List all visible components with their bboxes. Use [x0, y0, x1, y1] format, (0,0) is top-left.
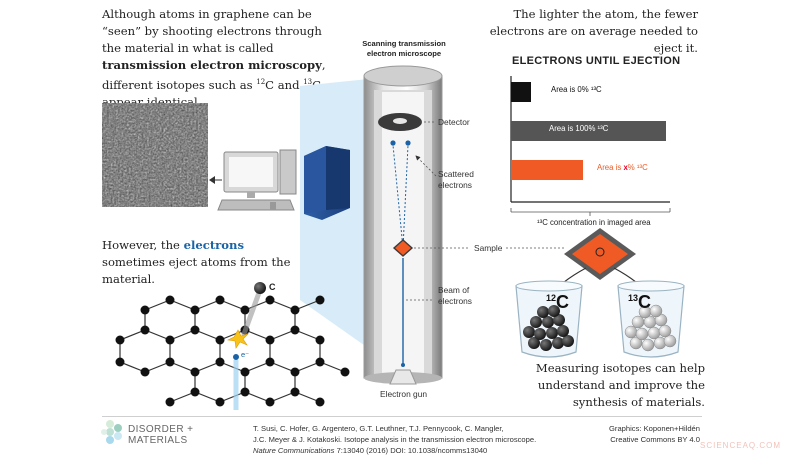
ejection-text-2: sometimes eject atoms from the material.: [102, 255, 291, 286]
intro-bold-term: transmission electron microscopy: [102, 58, 322, 72]
bar-x-percent: [511, 160, 583, 180]
ejection-text-1: However, the: [102, 238, 184, 252]
beaker-13c-label: 13C: [628, 292, 651, 313]
computer-icon: [217, 149, 297, 211]
ejection-highlight: electrons: [183, 238, 244, 252]
scattered-leader: [415, 155, 437, 177]
beam-line1: Beam of: [438, 285, 470, 295]
ejection-chart: [510, 76, 671, 216]
bar-x-label: Area is x% ¹³C: [597, 163, 648, 172]
footer-divider: [102, 416, 702, 417]
large-sample-icon: [564, 228, 636, 280]
microscope-title-line2: electron microscope: [366, 49, 442, 58]
impact-burst-icon: [227, 329, 250, 349]
logo-line1: DISORDER +: [128, 424, 194, 435]
citation-line1: T. Susi, C. Hofer, G. Argentero, G.T. Le…: [253, 424, 504, 433]
microscope-title: Scanning transmission electron microscop…: [348, 39, 460, 59]
beaker-13c-element: C: [638, 292, 652, 312]
scattered-beam-right: [402, 144, 409, 249]
bar-0-percent: [511, 82, 531, 102]
intro-isotope-12-mass: 12: [256, 78, 266, 86]
beaker-12c: [515, 280, 583, 358]
right-intro-paragraph: The lighter the atom, the fewer electron…: [489, 7, 698, 55]
bar-100-label: Area is 100% ¹³C: [549, 124, 609, 133]
intro-isotope-13-mass: 13: [303, 78, 313, 86]
ejection-trail: [241, 287, 263, 337]
citation: T. Susi, C. Hofer, G. Argentero, G.T. Le…: [253, 423, 536, 456]
incoming-electron: [233, 354, 239, 360]
scattered-electron-1: [390, 140, 396, 146]
electron-gun-icon: [389, 369, 417, 385]
beaker-12c-element: C: [556, 292, 570, 312]
bar-100-percent: [511, 121, 666, 141]
ejection-paragraph: However, the electrons sometimes eject a…: [102, 237, 302, 288]
beaker-13c-mass: 13: [628, 293, 639, 303]
bar-x-label-prefix: Area is: [597, 163, 624, 172]
bar-0-label: Area is 0% ¹³C: [551, 85, 602, 94]
bar-x-label-suffix: % ¹³C: [627, 163, 648, 172]
projection-cone: [300, 78, 378, 355]
disorder-materials-logo-icon: [101, 420, 122, 444]
citation-line2: J.C. Meyer & J. Kotakoski. Isotope analy…: [253, 435, 537, 444]
bar-x-variable: x: [623, 163, 628, 172]
conclusion-paragraph: Measuring isotopes can help understand a…: [535, 361, 705, 409]
detector-icon: [378, 113, 422, 131]
credit-license: Creative Commons BY 4.0: [610, 435, 700, 444]
beam-line2: electrons: [438, 296, 472, 306]
beaker-12c-label: 12C: [546, 292, 569, 313]
intro-text-1: Although atoms in graphene can be “seen”…: [102, 7, 322, 55]
scattered-line1: Scattered: [438, 169, 474, 179]
beaker-12c-mass: 12: [546, 293, 557, 303]
graphene-atoms: [115, 295, 350, 407]
beam-electron: [401, 363, 405, 367]
graphene-lattice: [119, 299, 346, 403]
chart-title: ELECTRONS UNTIL EJECTION: [512, 55, 681, 67]
scattered-line2: electrons: [438, 180, 472, 190]
intro-text-2: , different isotopes such as: [102, 58, 326, 92]
credit-graphics: Graphics: Koponen+Hildén: [609, 424, 700, 433]
citation-journal: Nature Communications: [253, 446, 335, 455]
ejected-carbon-atom: [254, 282, 266, 294]
sample-icon: [392, 239, 414, 257]
logo-line2: MATERIALS: [128, 435, 188, 446]
scattered-electrons-label: Scattered electrons: [438, 169, 474, 191]
carbon-label: C: [269, 282, 276, 292]
scattered-electron-2: [405, 140, 411, 146]
credits: Graphics: Koponen+Hildén Creative Common…: [560, 423, 700, 445]
beaker-13c: [617, 280, 685, 358]
watermark: SCIENCEAQ.COM: [700, 441, 782, 450]
scattered-beam-left: [392, 144, 404, 249]
citation-doi: 7:13040 (2016) DOI: 10.1038/ncomms13040: [334, 446, 488, 455]
server-icon: [304, 146, 350, 220]
microscope-image: [102, 103, 208, 207]
microscope-title-line1: Scanning transmission: [362, 39, 446, 48]
image-arrow-head: [209, 176, 215, 184]
chart-xlabel: ¹³C concentration in imaged area: [537, 218, 651, 227]
beam-label: Beam of electrons: [438, 285, 472, 307]
disorder-materials-logo-text: DISORDER + MATERIALS: [128, 424, 193, 446]
electron-gun-label: Electron gun: [380, 389, 428, 399]
electron-label: e⁻: [241, 350, 250, 359]
sample-label: Sample: [474, 243, 503, 253]
intro-isotope-12-element: C and: [265, 77, 304, 92]
detector-label: Detector: [438, 117, 470, 127]
citation-line3: Nature Communications 7:13040 (2016) DOI…: [253, 445, 536, 456]
